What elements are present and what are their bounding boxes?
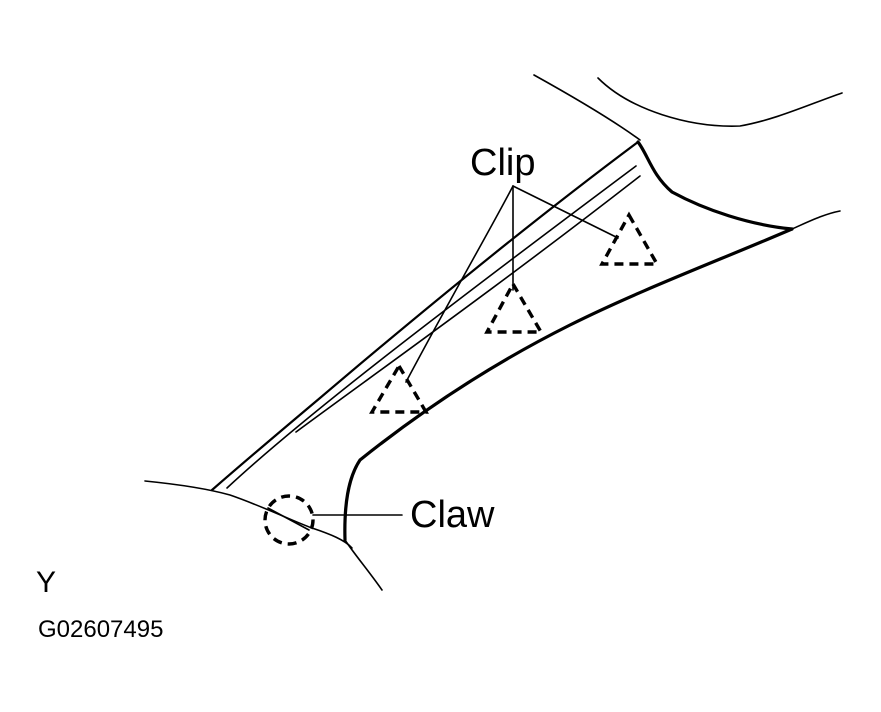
pillar-top-cap	[636, 140, 794, 231]
clip-leader-1	[405, 185, 514, 383]
right-contour-line	[791, 210, 841, 230]
claw-marker	[263, 494, 315, 546]
pillar-upper-edge	[210, 140, 640, 492]
pillar-inner-line-1	[226, 165, 637, 489]
lower-left-contour	[144, 480, 353, 549]
claw-marker-slash	[267, 507, 310, 531]
clip-marker-2	[484, 280, 544, 334]
view-label: Y	[36, 566, 56, 599]
clip-marker-1	[369, 362, 429, 414]
lower-curve-line	[344, 539, 383, 591]
clip-leader-3	[512, 185, 619, 239]
upper-contour-line	[533, 74, 641, 141]
pillar-inner-line-2	[295, 175, 641, 433]
claw-label: Claw	[410, 494, 495, 536]
roof-contour-line	[597, 77, 843, 127]
clip-label: Clip	[470, 142, 535, 184]
figure-code: G02607495	[38, 616, 163, 643]
pillar-lower-edge	[343, 227, 794, 542]
clip-marker-3	[599, 211, 660, 266]
